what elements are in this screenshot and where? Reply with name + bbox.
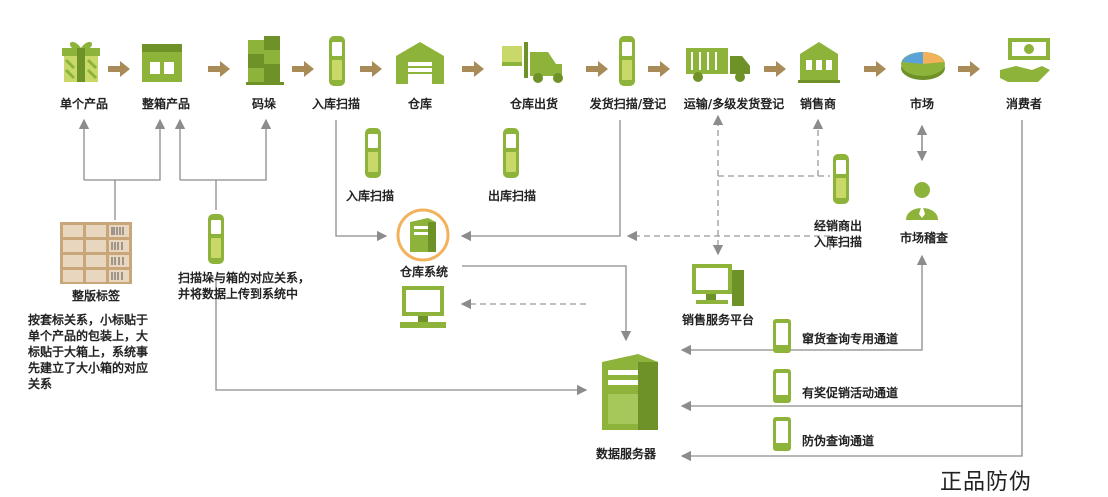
- flow-arrow: [292, 61, 314, 77]
- label-sheet-icon: [60, 222, 132, 284]
- flow-arrow: [764, 61, 786, 77]
- label-boxed-product: 整箱产品: [141, 97, 191, 111]
- channel-diversion-check: 窜货查询专用通道: [802, 332, 899, 346]
- flow-arrow: [958, 61, 980, 77]
- label-single-product: 单个产品: [59, 97, 109, 111]
- label-stacking: 码垛: [251, 97, 277, 111]
- warehouse-icon: [396, 42, 444, 84]
- label-warehouse-system: 仓库系统: [399, 265, 449, 279]
- distributor-inbound-scan-label: 经销商出 入库扫描: [814, 219, 863, 249]
- label-pallet-label: 整版标签: [71, 289, 121, 303]
- phone-icon: [773, 319, 791, 353]
- flow-arrow: [462, 61, 484, 77]
- handheld-scanner-icon: [619, 36, 635, 86]
- label-consumer: 消费者: [1005, 97, 1043, 111]
- brand-text: 正品防伪: [940, 470, 1033, 495]
- monitor-icon: [400, 286, 446, 328]
- label-distributor: 销售商: [799, 97, 837, 111]
- label-inbound-scan: 入库扫描: [311, 97, 361, 111]
- label-market: 市场: [909, 97, 935, 111]
- box-icon: [142, 44, 182, 82]
- label-market-inspection: 市场稽查: [899, 231, 949, 245]
- handheld-scanner-icon: [208, 214, 224, 264]
- channel-anti-counterfeit: 防伪查询通道: [802, 434, 875, 448]
- flow-arrow: [108, 61, 130, 77]
- flow-arrows: [108, 61, 980, 77]
- store-icon: [798, 42, 840, 83]
- truck-icon: [686, 48, 750, 82]
- flow-arrow: [208, 61, 230, 77]
- handheld-scanner-icon: [365, 128, 381, 178]
- handheld-scanner-icon: [329, 36, 345, 86]
- label-mid-outbound-scan: 出库扫描: [487, 189, 537, 203]
- forklift-icon: [502, 42, 563, 83]
- flow-arrow: [864, 61, 886, 77]
- money-hand-icon: [1000, 38, 1050, 82]
- server-icon: [602, 354, 658, 430]
- flow-arrow: [648, 61, 670, 77]
- label-data-server: 数据服务器: [595, 447, 657, 461]
- label-sales-platform: 销售服务平台: [681, 313, 755, 327]
- handheld-scanner-icon: [503, 128, 519, 178]
- label-shipping-scan: 发货扫描/登记: [589, 97, 667, 111]
- pallet-label-note: 按套标关系，小标贴于 单个产品的包装上，大 标贴于大箱上，系统事 先建立了大小箱…: [28, 313, 149, 391]
- label-mid-inbound-scan: 入库扫描: [345, 189, 395, 203]
- phone-icon: [773, 369, 791, 403]
- pallet-stack-icon: [246, 36, 284, 85]
- label-outbound-shipping: 仓库出货: [509, 97, 559, 111]
- flow-arrow: [360, 61, 382, 77]
- stacking-scan-note: 扫描垛与箱的对应关系， 并将数据上传到系统中: [178, 271, 311, 301]
- pie-chart-icon: [901, 52, 945, 80]
- label-warehouse: 仓库: [407, 97, 433, 111]
- server-icon: [396, 208, 450, 262]
- monitor-icon: [692, 264, 744, 306]
- flow-arrow: [586, 61, 608, 77]
- handheld-scanner-icon: [833, 154, 849, 204]
- phone-icon: [773, 417, 791, 451]
- person-icon: [906, 182, 938, 220]
- gift-icon: [62, 41, 100, 82]
- label-transport: 运输/多级发货登记: [683, 97, 785, 111]
- channel-promo-activity: 有奖促销活动通道: [802, 386, 899, 400]
